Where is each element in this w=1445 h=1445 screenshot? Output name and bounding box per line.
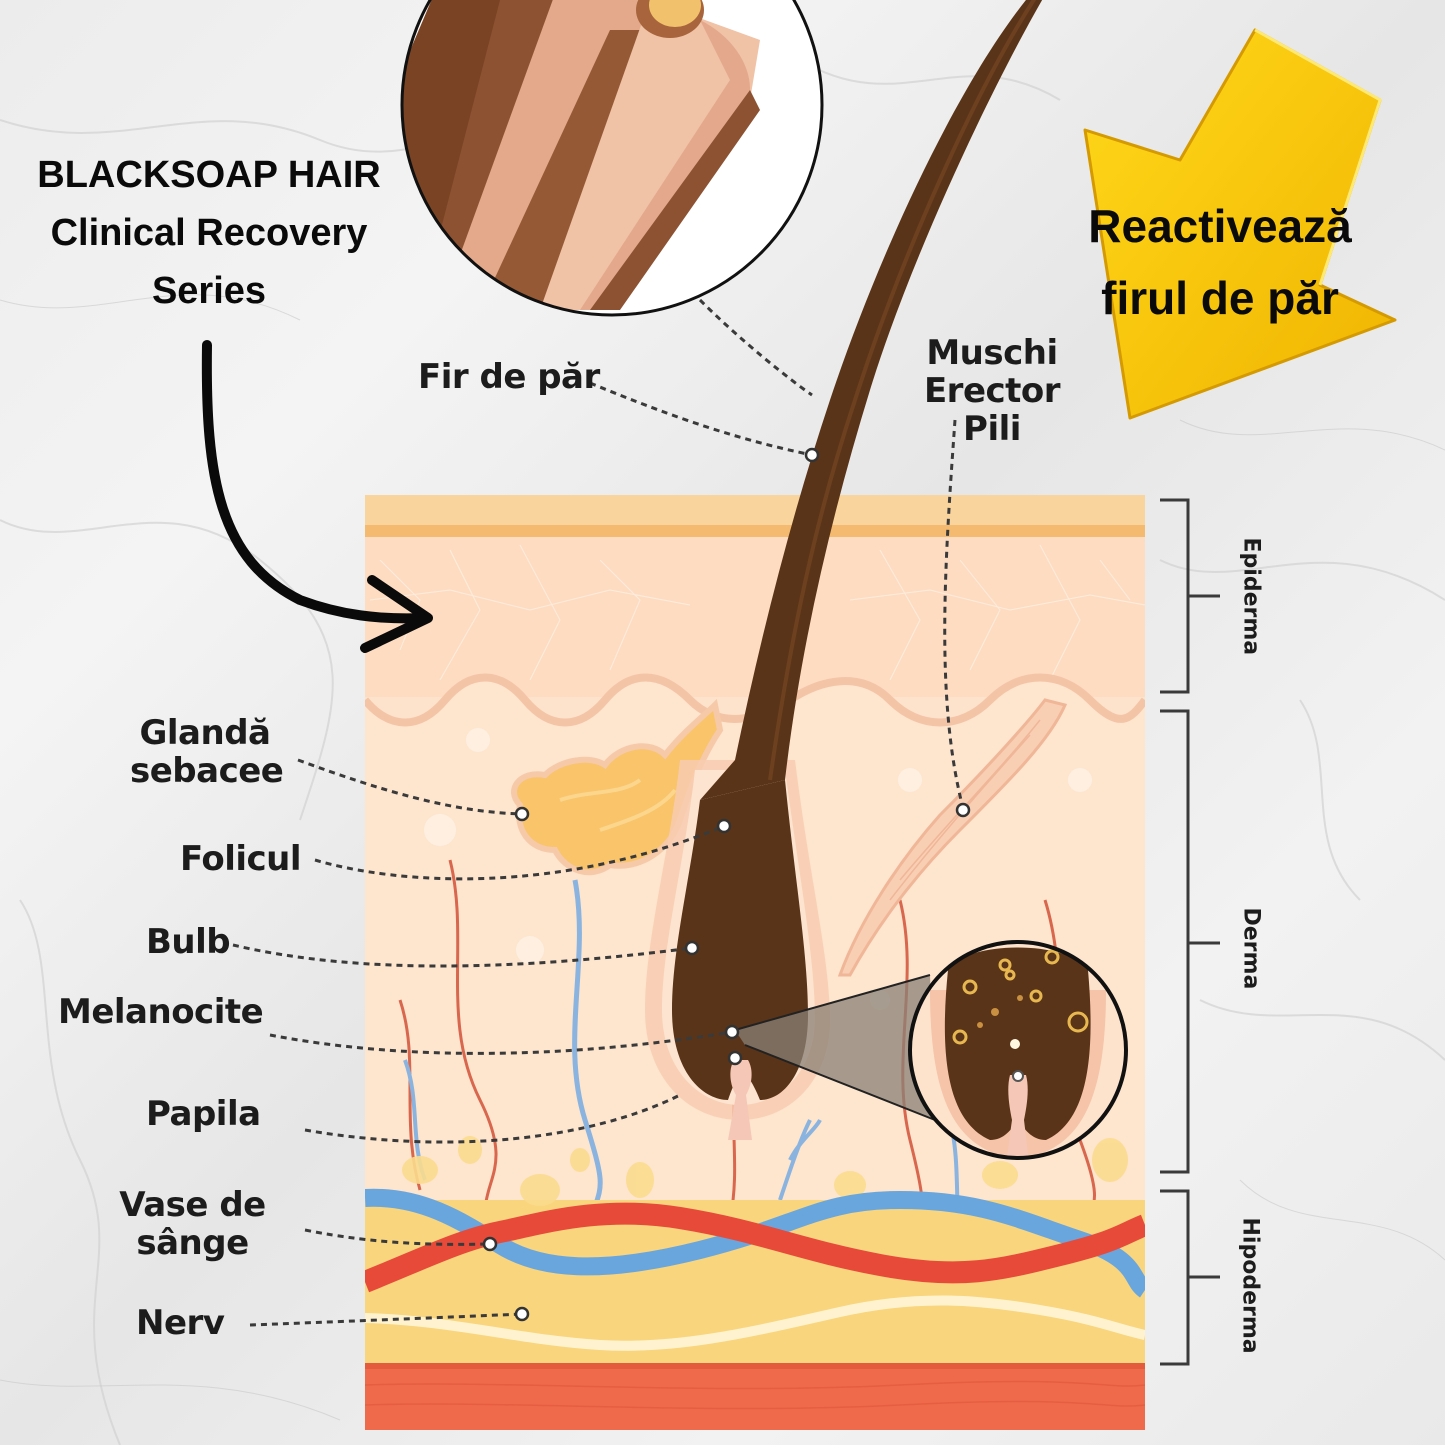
dot-folicul (716, 818, 732, 834)
hair-shaft-zoom-circle (400, 0, 824, 317)
dot-fir-de-par (804, 447, 820, 463)
bulb-zoom-circle (734, 940, 1128, 1160)
label-papila: Papila (146, 1094, 261, 1134)
layer-brackets (1160, 498, 1220, 1366)
label-melanocite: Melanocite (58, 992, 264, 1032)
muscle-layer (365, 1365, 1145, 1430)
dot-glanda (514, 806, 530, 822)
promo-line-2: firul de păr (1101, 272, 1339, 324)
layer-hipoderma: Hipoderma (1237, 1217, 1263, 1354)
label-vase-de-sange: Vase de sânge (119, 1185, 266, 1263)
layer-epiderma: Epiderma (1238, 537, 1264, 656)
dermal-papilla (728, 1060, 752, 1140)
promo-line-1: Reactivează (1088, 200, 1352, 252)
brand-line-2: Clinical Recovery (50, 212, 368, 254)
brand-line-1: BLACKSOAP HAIR (37, 154, 381, 196)
label-glanda-sebacee: Glandă sebacee (130, 713, 284, 791)
dot-melanocite (724, 1024, 740, 1040)
dot-bulb (684, 940, 700, 956)
dot-papila (727, 1050, 743, 1066)
yellow-arrow-icon (1083, 28, 1397, 420)
stratum-corneum (365, 495, 1145, 525)
brand-line-3: Series (151, 270, 267, 312)
dot-nerv (514, 1306, 530, 1322)
leader-lines (232, 298, 965, 1327)
label-fir-de-par: Fir de păr (418, 357, 600, 397)
label-bulb: Bulb (146, 922, 231, 962)
promo-text: Reactivează firul de păr (1050, 190, 1390, 334)
dot-vase (482, 1236, 498, 1252)
label-muschi-erector-pili: Muschi Erector Pili (923, 333, 1061, 449)
hair-shaft (700, 0, 1043, 800)
dot-muschi (955, 802, 971, 818)
curved-arrow-icon (201, 340, 433, 653)
nerve (365, 1295, 1145, 1351)
label-folicul: Folicul (180, 839, 302, 879)
callout-dots (482, 447, 971, 1322)
brand-title: BLACKSOAP HAIR Clinical Recovery Series (14, 146, 404, 320)
layer-derma: Derma (1238, 907, 1264, 990)
erector-pili-muscle (837, 698, 1068, 977)
label-nerv: Nerv (136, 1303, 225, 1343)
artery (365, 1202, 1145, 1293)
